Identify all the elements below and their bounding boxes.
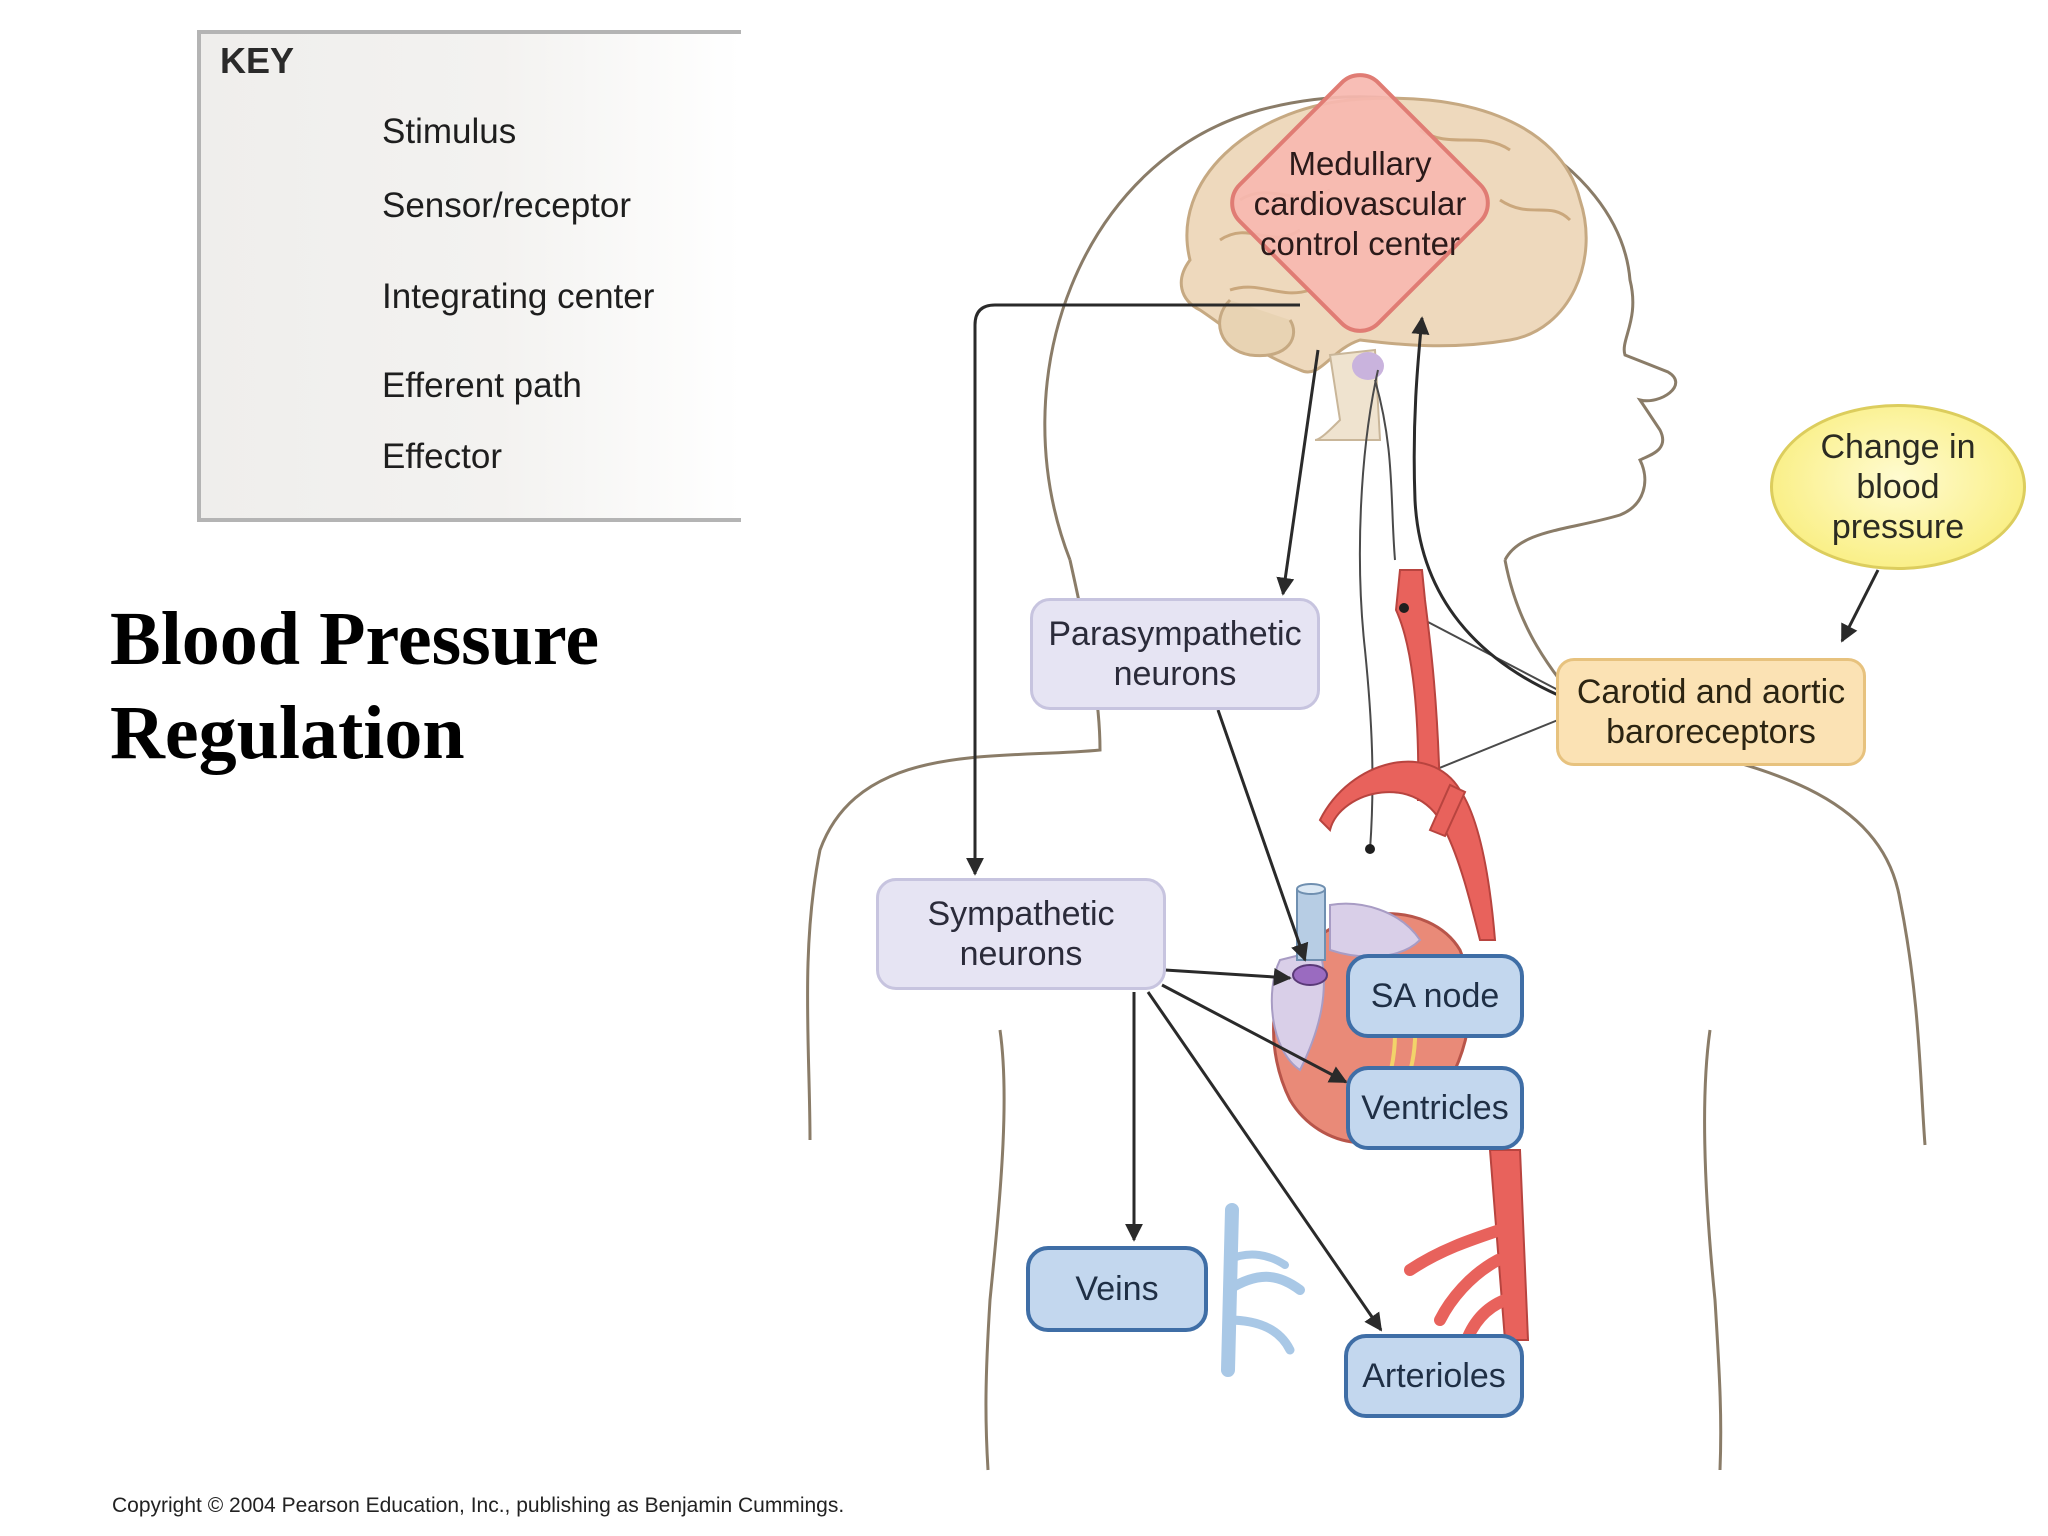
- key-legend: [197, 30, 741, 522]
- integrating-line-3: control center: [1260, 225, 1460, 262]
- baroreceptors-line-2: baroreceptors: [1606, 713, 1816, 751]
- copyright-text: Copyright © 2004 Pearson Education, Inc.…: [112, 1494, 845, 1517]
- arrow-medulla-to-sympathetic: [966, 303, 1300, 876]
- stimulus-line-3: pressure: [1831, 508, 1965, 546]
- sympathetic-line-2: neurons: [959, 935, 1083, 973]
- arrow-parasympathetic-to-heart: [1216, 709, 1309, 962]
- title-line-2: Regulation: [110, 691, 465, 775]
- arrow-stimulus-to-baroreceptors: [1840, 569, 1880, 643]
- key-label-effector: Effector: [382, 437, 502, 476]
- vein-illustration: [1221, 1203, 1305, 1377]
- integrating-line-1: Medullary: [1288, 145, 1432, 182]
- arteries-illustration: [1318, 569, 1530, 1351]
- arrow-baroreceptors-to-medulla: [1411, 316, 1559, 697]
- arrow-sympathetic-to-sa-node: [1164, 967, 1292, 986]
- ventricles-label: Ventricles: [1361, 1089, 1509, 1127]
- veins-label: Veins: [1075, 1270, 1159, 1308]
- ventricles-effector: Ventricles: [1346, 1066, 1524, 1150]
- key-label-stimulus: Stimulus: [382, 112, 517, 151]
- parasympathetic-neurons-node: Parasympathetic neurons: [1030, 598, 1320, 710]
- page-title: Blood Pressure Regulation: [110, 592, 599, 780]
- integrating-center-label: Medullary cardiovascular control center: [1222, 144, 1498, 264]
- title-line-1: Blood Pressure: [110, 597, 600, 681]
- arrow-sympathetic-to-ventricles: [1161, 983, 1348, 1084]
- sa-node-label: SA node: [1370, 977, 1500, 1015]
- arrow-medulla-to-parasympathetic: [1276, 349, 1320, 596]
- stimulus-node: Change in blood pressure: [1770, 404, 2026, 570]
- arterioles-effector: Arterioles: [1344, 1334, 1524, 1418]
- sympathetic-line-1: Sympathetic: [927, 895, 1115, 933]
- sa-node-effector: SA node: [1346, 954, 1524, 1038]
- arrows: [966, 303, 1880, 1332]
- parasympathetic-line-1: Parasympathetic: [1048, 615, 1302, 653]
- arrow-sympathetic-to-arterioles: [1146, 991, 1383, 1332]
- baroreceptors-node: Carotid and aortic baroreceptors: [1556, 658, 1866, 766]
- key-label-integrating: Integrating center: [382, 277, 655, 316]
- key-title: KEY: [220, 40, 295, 81]
- sympathetic-neurons-node: Sympathetic neurons: [876, 878, 1166, 990]
- integrating-center-diamond: [1230, 73, 1490, 333]
- integrating-line-2: cardiovascular: [1253, 185, 1467, 222]
- veins-effector: Veins: [1026, 1246, 1208, 1332]
- key-label-efferent: Efferent path: [382, 366, 582, 405]
- parasympathetic-line-2: neurons: [1113, 655, 1237, 693]
- stimulus-line-1: Change in: [1820, 428, 1976, 466]
- baroreceptors-line-1: Carotid and aortic: [1576, 673, 1846, 711]
- key-label-sensor: Sensor/receptor: [382, 186, 632, 225]
- arterioles-label: Arterioles: [1362, 1357, 1506, 1395]
- stimulus-line-2: blood: [1856, 468, 1940, 506]
